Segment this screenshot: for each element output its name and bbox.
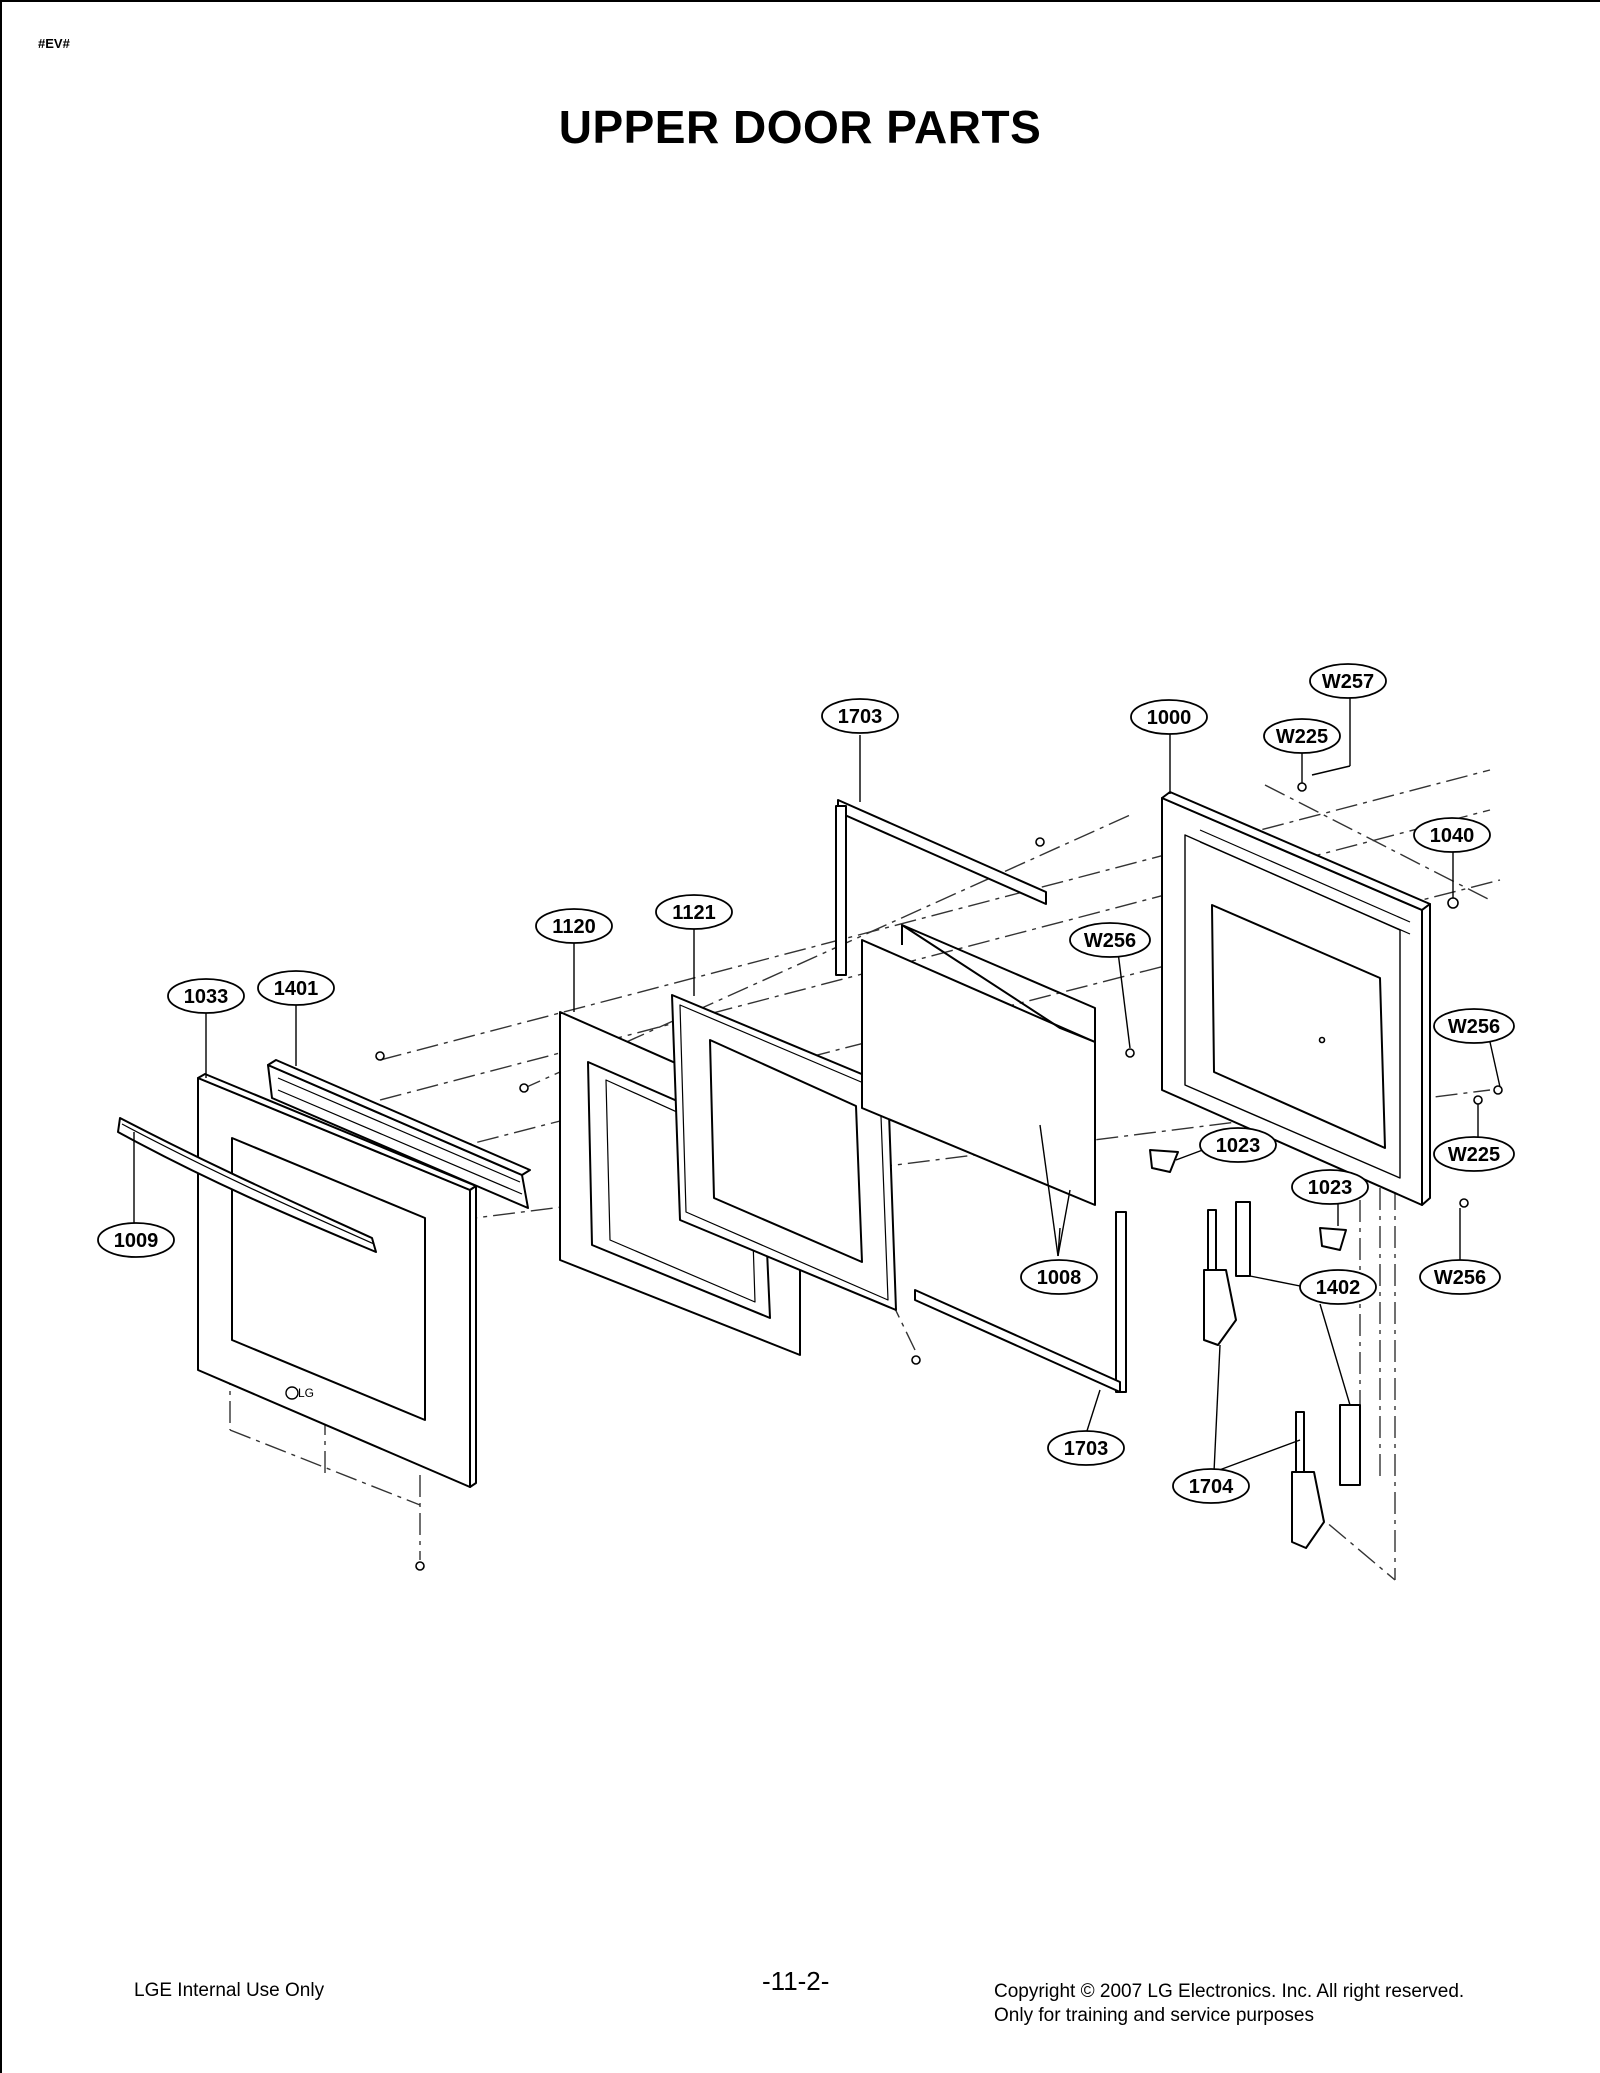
hinge-clip-a — [1149, 1149, 1179, 1173]
callout-w225-right: W225 — [1448, 1144, 1500, 1166]
hinge-cover — [1339, 1404, 1361, 1486]
callout-1023-b: 1023 — [1308, 1177, 1353, 1199]
top-gasket — [835, 799, 1047, 976]
hinge-clip-b — [1319, 1227, 1347, 1251]
page-title: UPPER DOOR PARTS — [558, 101, 1042, 153]
callout-1703-bottom: 1703 — [1064, 1438, 1109, 1460]
hinge-lower — [1291, 1411, 1325, 1549]
callout-1120: 1120 — [552, 916, 595, 938]
callout-1033: 1033 — [184, 986, 229, 1008]
callout-w256-mid: W256 — [1084, 930, 1136, 952]
callout-1704: 1704 — [1189, 1476, 1234, 1498]
door-glass-panels — [861, 924, 1096, 1206]
glass-frame — [671, 994, 897, 1311]
callout-1401: 1401 — [274, 978, 319, 1000]
callout-1009: 1009 — [114, 1230, 159, 1252]
callout-ovals — [97, 663, 1515, 1504]
callout-1121: 1121 — [672, 902, 715, 924]
callout-1703-top: 1703 — [838, 706, 883, 728]
leader-lines — [133, 692, 1501, 1473]
outer-door-panel — [197, 1073, 477, 1488]
callout-1023-a: 1023 — [1216, 1135, 1261, 1157]
callout-w257: W257 — [1322, 671, 1374, 693]
footer-internal-use: LGE Internal Use Only — [134, 1980, 325, 2001]
callout-w225-top: W225 — [1276, 726, 1328, 748]
lg-logo: LG — [298, 1386, 314, 1400]
callout-1402: 1402 — [1316, 1277, 1361, 1299]
document-tag: #EV# — [38, 36, 70, 51]
callout-1000: 1000 — [1147, 707, 1192, 729]
page-number: -11-2- — [762, 1966, 830, 1996]
callout-w256-right: W256 — [1448, 1016, 1500, 1038]
vent-trim — [267, 1059, 531, 1209]
door-handle — [117, 1117, 377, 1253]
bottom-gasket — [914, 1211, 1127, 1393]
hinge-bracket — [1235, 1201, 1251, 1277]
footer-copyright: Copyright © 2007 LG Electronics. Inc. Al… — [994, 1981, 1465, 2002]
footer-copyright-block: Copyright © 2007 LG Electronics. Inc. Al… — [994, 1980, 1464, 2028]
callout-1040: 1040 — [1430, 825, 1475, 847]
exploded-parts-diagram: LG — [97, 663, 1515, 1581]
footer-purpose: Only for training and service purposes — [994, 2005, 1314, 2026]
inner-door-frame — [1161, 791, 1431, 1206]
callout-w256-low: W256 — [1434, 1267, 1486, 1289]
hinge-upper — [1203, 1209, 1237, 1346]
callout-1008: 1008 — [1037, 1267, 1082, 1289]
